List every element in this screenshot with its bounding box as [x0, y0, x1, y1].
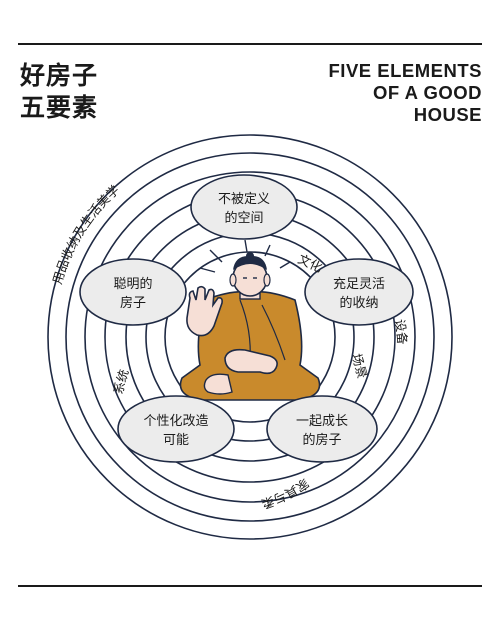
buddha-icon	[179, 252, 321, 401]
bubble-custom-line1: 个性化改造	[143, 414, 208, 429]
ring-1	[47, 134, 453, 540]
bubble-space-line1: 不被定义	[218, 192, 270, 207]
bubble-storage: 充足灵活 的收纳	[304, 258, 414, 326]
ring-3	[84, 171, 416, 503]
title-en-line2: OF A GOOD	[373, 82, 482, 103]
top-rule	[18, 43, 482, 45]
ring-2	[65, 152, 435, 522]
bubble-space-line2: 的空间	[224, 210, 263, 226]
title-cn-line2: 五要素	[20, 93, 99, 122]
title-english: FIVE ELEMENTS OF A GOOD HOUSE	[329, 60, 483, 126]
ring-label-right: 设备	[392, 318, 410, 345]
bubble-smart: 聪明的 房子	[79, 258, 187, 326]
bubble-storage-line1: 充足灵活	[333, 276, 385, 292]
title-cn-line1: 好房子	[20, 61, 99, 90]
title-en-line3: HOUSE	[413, 104, 482, 125]
bubble-smart-line2: 房子	[120, 295, 146, 311]
bubble-custom-line2: 可能	[163, 433, 189, 448]
bubble-growth-line1: 一起成长	[296, 414, 348, 429]
title-chinese: 好房子 五要素	[20, 60, 98, 124]
bubble-growth: 一起成长 的房子	[266, 395, 378, 463]
bottom-rule	[18, 585, 482, 587]
rays	[199, 239, 291, 273]
ring-label-inner-right: 场景	[349, 352, 370, 380]
bubble-custom: 个性化改造 可能	[117, 395, 235, 463]
bubble-storage-line2: 的收纳	[339, 295, 378, 311]
bubble-smart-line1: 聪明的	[113, 276, 152, 292]
bubble-space: 不被定义 的空间	[190, 174, 298, 240]
title-en-line1: FIVE ELEMENTS	[328, 60, 482, 81]
ring-label-right-path: 设备	[392, 318, 410, 345]
ring-label-inner-left: 系统	[110, 368, 131, 396]
bubble-growth-line2: 的房子	[302, 432, 341, 448]
